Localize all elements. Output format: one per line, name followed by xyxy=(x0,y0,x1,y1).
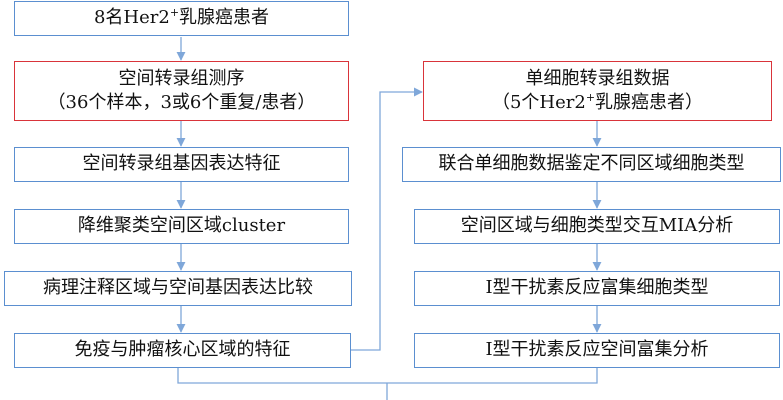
step-immune-tumor-core: 免疫与肿瘤核心区域的特征 xyxy=(14,333,351,368)
step-ifn-spatial-enrichment-text: I型干扰素反应空间富集分析 xyxy=(485,339,709,361)
step-patients-her2-text: 8名Her2+乳腺癌患者 xyxy=(93,6,270,29)
step-immune-tumor-core-text: 免疫与肿瘤核心区域的特征 xyxy=(74,339,291,361)
step-ifn-enriched-cells-text: I型干扰素反应富集细胞类型 xyxy=(485,277,709,299)
step-single-cell-title: 单细胞转录组数据 xyxy=(525,67,670,89)
step-single-cell-data: 单细胞转录组数据 （5个Her2+乳腺癌患者） xyxy=(423,61,772,121)
merge-bracket xyxy=(177,368,598,384)
connector-left-to-right xyxy=(351,87,423,351)
step-mia-analysis: 空间区域与细胞类型交互MIA分析 xyxy=(414,209,780,244)
step-clustering-text: 降维聚类空间区域cluster xyxy=(77,215,286,237)
step-ifn-enriched-cells: I型干扰素反应富集细胞类型 xyxy=(414,271,780,306)
step-spatial-sequencing-title: 空间转录组测序 xyxy=(118,67,245,89)
step-cell-type-identification: 联合单细胞数据鉴定不同区域细胞类型 xyxy=(402,147,781,182)
step-spatial-sequencing-detail: （36个样本，3或6个重复/患者） xyxy=(47,92,316,113)
step-patients-her2: 8名Her2+乳腺癌患者 xyxy=(14,1,349,36)
step-spatial-expression: 空间转录组基因表达特征 xyxy=(14,147,349,182)
step-mia-analysis-text: 空间区域与细胞类型交互MIA分析 xyxy=(460,215,734,237)
step-spatial-sequencing: 空间转录组测序 （36个样本，3或6个重复/患者） xyxy=(14,61,349,121)
step-ifn-spatial-enrichment: I型干扰素反应空间富集分析 xyxy=(414,333,780,368)
step-clustering: 降维聚类空间区域cluster xyxy=(14,209,349,244)
step-spatial-expression-text: 空间转录组基因表达特征 xyxy=(82,153,281,175)
step-pathology-compare-text: 病理注释区域与空间基因表达比较 xyxy=(43,277,313,299)
step-pathology-compare: 病理注释区域与空间基因表达比较 xyxy=(4,271,352,306)
step-single-cell-detail: （5个Her2+乳腺癌患者） xyxy=(491,91,704,113)
step-cell-type-identification-text: 联合单细胞数据鉴定不同区域细胞类型 xyxy=(438,153,745,175)
